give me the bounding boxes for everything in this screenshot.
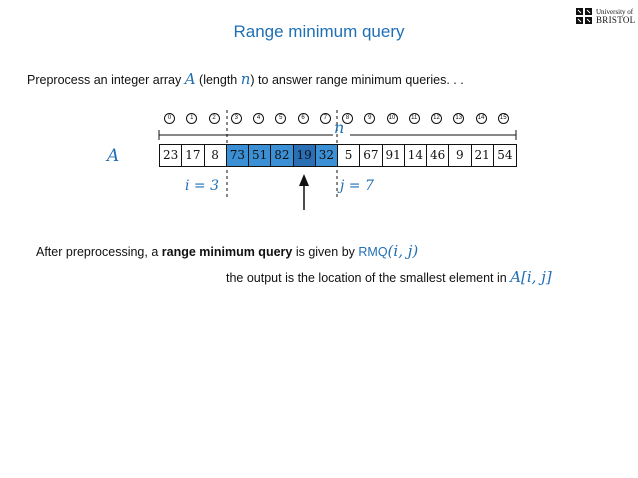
- logo-line-2: BRISTOL: [596, 15, 636, 25]
- array-name: A: [107, 146, 120, 166]
- output-text: the output is the location of the smalle…: [226, 268, 552, 286]
- array-cell: 54: [497, 148, 513, 162]
- intro-after: ) to answer range minimum queries. . .: [250, 73, 464, 87]
- slide-title: Range minimum query: [233, 22, 405, 41]
- index-marker: 5: [275, 113, 287, 124]
- output-expr: A[i, j]: [510, 268, 552, 286]
- index-marker: 1: [186, 113, 198, 124]
- index-marker: 3: [230, 113, 242, 124]
- query-mid: is given by: [292, 245, 359, 259]
- intro-before: Preprocess an integer array: [27, 73, 185, 87]
- array-cell: 5: [338, 145, 361, 166]
- array-cell: 17: [182, 145, 205, 166]
- index-marker: 4: [253, 113, 264, 124]
- index-marker: 2: [208, 113, 220, 124]
- var-n: n: [240, 70, 251, 88]
- index-marker: 14: [475, 113, 487, 124]
- rmq-name: RMQ: [358, 245, 388, 259]
- intro-mid: (length: [195, 73, 241, 87]
- array-cell: 51: [249, 145, 272, 166]
- array-cell: 8: [205, 145, 227, 166]
- index-marker: 0: [164, 113, 175, 124]
- array-cell: 91: [383, 145, 405, 166]
- logo-line-1: University of: [596, 8, 634, 16]
- array-cell: 9: [449, 145, 472, 166]
- index-marker: 6: [297, 113, 309, 124]
- array-cell: 46: [427, 145, 450, 166]
- query-text: After preprocessing, a range minimum que…: [36, 242, 418, 260]
- array-cell: 14: [405, 145, 427, 166]
- index-marker: 12: [431, 113, 442, 124]
- var-a: A: [184, 70, 196, 88]
- i-label: i = 3: [185, 178, 220, 194]
- index-marker: 15: [497, 113, 509, 124]
- array-cell: 73: [226, 145, 249, 166]
- index-marker: 10: [386, 113, 398, 124]
- array-cell: 67: [360, 145, 383, 166]
- intro-text: Preprocess an integer array A (length n)…: [27, 70, 464, 88]
- array-cell: 19: [293, 145, 316, 166]
- index-marker: 11: [408, 113, 420, 124]
- array-cell: 21: [472, 145, 494, 166]
- j-label: j = 7: [340, 178, 374, 194]
- length-label: n: [334, 118, 345, 137]
- university-logo: University of BRISTOL: [576, 6, 636, 26]
- array-cell: 23: [160, 145, 183, 166]
- query-before: After preprocessing, a: [36, 245, 162, 259]
- index-marker: 8: [342, 113, 353, 124]
- index-marker: 9: [364, 113, 376, 124]
- rmq-args: (i, j): [387, 242, 419, 260]
- crest-icon: [576, 8, 592, 24]
- index-marker: 7: [319, 113, 331, 124]
- array-cell: 82: [271, 145, 294, 166]
- min-pointer-arrow-head: [299, 174, 309, 186]
- query-bold: range minimum query: [161, 245, 293, 259]
- output-desc: the output is the location of the smalle…: [226, 271, 511, 285]
- logo-text: University of BRISTOL: [596, 8, 636, 25]
- index-marker: 13: [453, 113, 465, 124]
- array-cell: 32: [315, 145, 338, 166]
